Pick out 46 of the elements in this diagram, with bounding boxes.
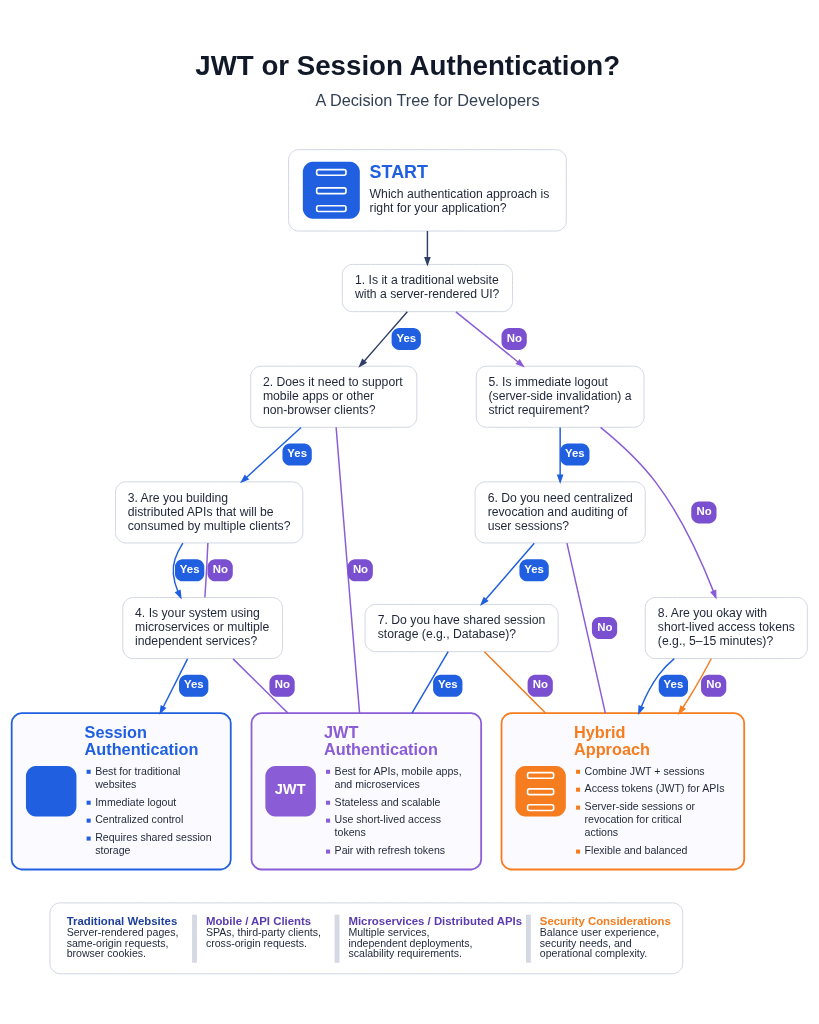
diagram-title: JWT or Session Authentication? — [195, 49, 621, 81]
arrow — [172, 542, 184, 600]
connector — [232, 658, 289, 714]
edge-label: No — [532, 678, 549, 691]
edge-label: Yes — [287, 447, 307, 460]
arrow — [358, 311, 409, 368]
arrow — [159, 658, 189, 715]
edge-label: No — [506, 331, 522, 344]
edge-label: Yes — [524, 562, 544, 575]
edge-label: No — [597, 620, 613, 633]
arrow — [479, 542, 535, 606]
node-box: 4. Is your system using microservices or multiple independent services? — [122, 597, 283, 660]
edge-label: Yes — [396, 331, 417, 344]
edge-label: No — [274, 678, 290, 691]
edge-label: No — [212, 562, 229, 575]
edge-label: No — [706, 678, 722, 691]
node-box: Traditional Websites Server-rendered pages, same-origin requests, browser cookies. Mobile / API Clients SPAs, third-party clients, cross-origin requests. Microservices / Distributed APIs Multiple services, independent deployments, scalability requirements. Security Considerations Balance user experience, security needs, and operational complexity. — [49, 902, 684, 975]
connector — [483, 650, 547, 714]
edge-label: Yes — [565, 447, 585, 460]
label: A Decision Tree for Developers — [315, 90, 540, 109]
node-box: START Which authentication approach is right for your application? — [288, 149, 567, 232]
arrow — [240, 426, 302, 484]
edge-label: No — [352, 562, 369, 575]
edge-label: No — [696, 505, 712, 518]
node-box: 3. Are you building distributed APIs that will be consumed by multiple clients? — [115, 481, 304, 544]
connector — [335, 426, 361, 714]
node-box: Session Authentication Best for traditional websites Immediate logout Centralized control Requires shared session storage — [10, 712, 232, 871]
node-box: 1. Is it a traditional website with a server-rendered UI? — [341, 263, 513, 313]
edge-label: Yes — [438, 678, 458, 691]
connector — [204, 542, 209, 599]
node-box: 8. Are you okay with short-lived access tokens (e.g., 5–15 minutes)? — [644, 597, 808, 660]
node-box: 2. Does it need to support mobile apps or other non-browser clients? — [250, 365, 418, 428]
node-box: 5. Is immediate logout (server-side invalidation) a strict requirement? — [475, 365, 645, 428]
edge-label: Yes — [663, 678, 684, 691]
connector — [566, 542, 607, 714]
edge-label: Yes — [183, 678, 204, 691]
arrow — [638, 657, 676, 716]
node-box: Hybrid Approach Combine JWT + sessions Access tokens (JWT) for APIs Server-side sessions or revocation for critical actions Flexible and balanced — [500, 712, 746, 871]
connector — [411, 650, 449, 714]
arrow — [424, 230, 431, 267]
arrow — [677, 658, 712, 715]
node-box: 6. Do you need centralized revocation and auditing of user sessions? — [474, 481, 646, 544]
node-box: 7. Do you have shared session storage (e.g., Database)? — [364, 603, 559, 653]
edge-label: Yes — [179, 562, 200, 575]
arrow — [556, 426, 564, 485]
node-box: JWT JWT Authentication Best for APIs, mobile apps, and microservices Stateless and scalable Use short-lived access tokens Pair with refresh tokens — [250, 712, 483, 871]
